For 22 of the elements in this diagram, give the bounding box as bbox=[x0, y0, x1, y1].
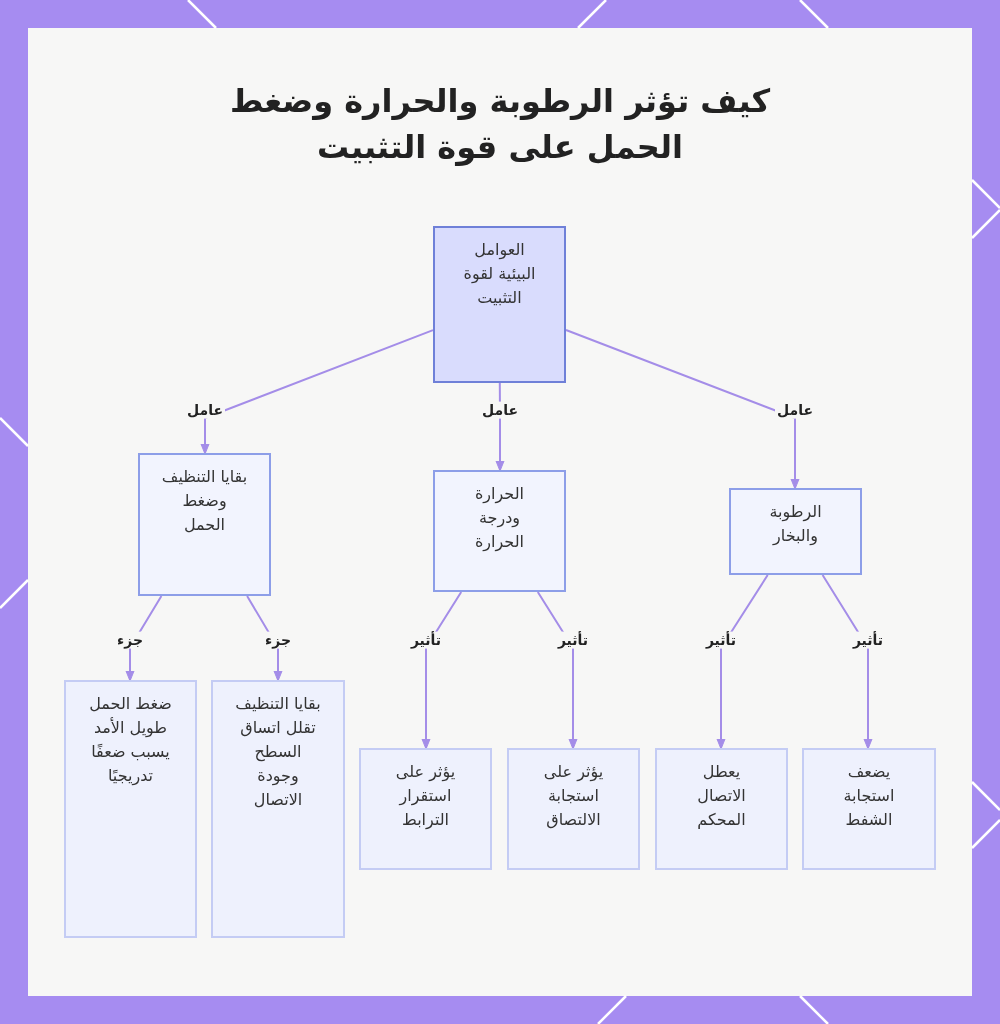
process-box: الرطوبة والبخار bbox=[729, 488, 862, 575]
edge-label: عامل bbox=[185, 401, 225, 419]
edge-label: عامل bbox=[775, 401, 815, 419]
process-box: يضعف استجابة الشفط bbox=[802, 748, 936, 870]
process-box: يعطل الاتصال المحكم bbox=[655, 748, 788, 870]
process-box: بقايا التنظيف وضغط الحمل bbox=[138, 453, 271, 596]
process-box: يؤثر على استقرار الترابط bbox=[359, 748, 492, 870]
process-box: الحرارة ودرجة الحرارة bbox=[433, 470, 566, 592]
process-box: ضغط الحمل طويل الأمد يسبب ضعفًا تدريجيًا bbox=[64, 680, 197, 938]
process-box: يؤثر على استجابة الالتصاق bbox=[507, 748, 640, 870]
edge-label: جزء bbox=[115, 631, 145, 649]
arrow bbox=[200, 329, 434, 455]
edge-label: عامل bbox=[480, 401, 520, 419]
arrow bbox=[536, 591, 578, 750]
title: كيف تؤثر الرطوبة والحرارة وضغط الحمل على قوة التثبيت bbox=[228, 81, 772, 169]
arrow bbox=[716, 574, 769, 750]
process-box: بقايا التنظيف تقلل اتساق السطح وجودة الاتصال bbox=[211, 680, 345, 938]
process-box: العوامل البيئية لقوة التثبيت bbox=[433, 226, 566, 383]
edge-label: جزء bbox=[263, 631, 293, 649]
arrow bbox=[821, 574, 873, 750]
arrow bbox=[421, 591, 463, 750]
arrow bbox=[565, 329, 800, 490]
